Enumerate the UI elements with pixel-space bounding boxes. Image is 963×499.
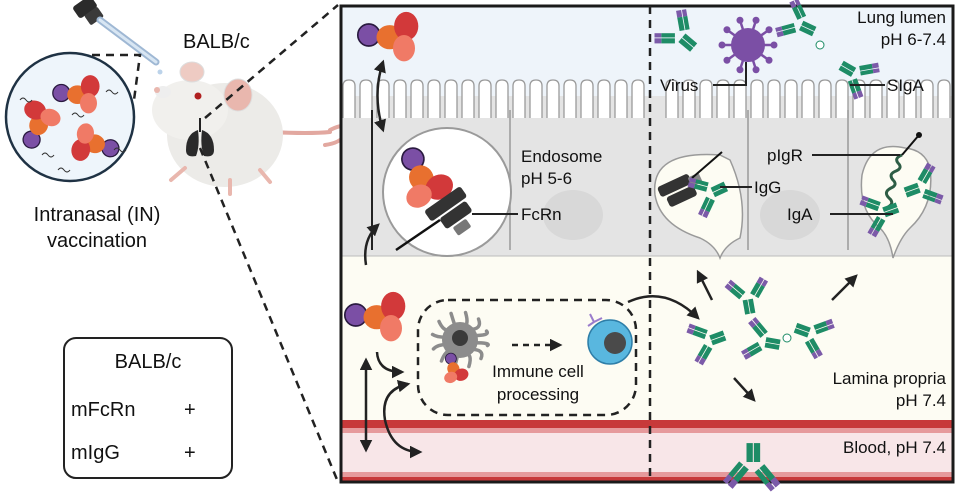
microvillus [393, 79, 407, 118]
virus-leader [713, 62, 747, 86]
microvillus [478, 79, 492, 118]
strain-row-value: + [184, 442, 196, 464]
uptake-arrow [375, 351, 405, 379]
virus-spike-tip [736, 66, 744, 74]
microvillus [920, 79, 934, 118]
strain-row-name: mIgG [71, 442, 120, 464]
microvillus [359, 79, 373, 118]
virus-label: Virus [660, 76, 698, 95]
detail-panel: FcRn Endosome pH 5-6 Lung lumen pH 6-7.4… [339, 0, 955, 492]
blood-label: Blood, pH 7.4 [843, 438, 946, 457]
microvillus [903, 79, 917, 118]
route-label-line1: Intranasal (IN) [34, 204, 161, 226]
left-panel: BALB/c Intranasal (IN) vaccination BALB/… [4, 0, 348, 483]
immune-processing-line2: processing [497, 385, 579, 404]
microvillus [512, 79, 526, 118]
strain-table-title: BALB/c [115, 351, 182, 373]
pigr-label: pIgR [767, 146, 803, 165]
vascular-transport-arrow [383, 379, 423, 459]
lung-lumen-label-line1: Lung lumen [857, 8, 946, 27]
microvillus [529, 79, 543, 118]
iga-label: IgA [787, 205, 813, 224]
virus-spike-tip [718, 41, 726, 49]
antibody-cluster [681, 273, 838, 368]
microvillus [767, 79, 781, 118]
microvillus [563, 79, 577, 118]
microvillus [631, 79, 645, 118]
microvillus [801, 79, 815, 118]
transport-arrow [373, 59, 386, 133]
virus-spike-tip [723, 26, 731, 34]
fcrn-label: FcRn [521, 205, 562, 224]
lamina-propria-region [341, 256, 953, 420]
dropper-icon [73, 0, 163, 75]
mouse-illustration [152, 61, 348, 196]
microvillus [546, 79, 560, 118]
microvillus [461, 79, 475, 118]
microvillus [818, 79, 832, 118]
pigr-transcytosis-vesicle [860, 145, 932, 259]
siga-antibody-icon [772, 0, 884, 104]
strain-table: BALB/c mFcRn + mIgG + [63, 337, 233, 479]
lungs-icon [186, 118, 214, 157]
virus-spike-tip [752, 66, 760, 74]
fcrn-receptor [425, 187, 472, 236]
secretion-arrow [627, 295, 700, 320]
route-label-line2: vaccination [47, 230, 147, 252]
endosome-label-line1: Endosome [521, 147, 602, 166]
zoom-line-bottom [198, 147, 340, 483]
lung-lumen-label-line2: pH 6-7.4 [881, 30, 946, 49]
microvillus [682, 79, 696, 118]
microvillus [937, 79, 951, 118]
microvillus [580, 79, 594, 118]
lamina-propria-label-line2: pH 7.4 [896, 391, 946, 410]
detail-panel-border [339, 4, 955, 484]
strain-row-name: mFcRn [71, 399, 135, 421]
microvillus [750, 79, 764, 118]
microvillus [886, 79, 900, 118]
pigr-receptor [884, 153, 903, 209]
microvillus [597, 79, 611, 118]
dendritic-cell-icon [430, 310, 490, 370]
virus-spike-tip [770, 41, 778, 49]
inset-callout-line [92, 53, 142, 101]
virus-icon [718, 16, 778, 74]
zoom-line-top [204, 4, 339, 119]
transcytosis-arrow [696, 269, 714, 301]
microvillus [835, 79, 849, 118]
microvillus [614, 79, 628, 118]
virus-spike-tip [752, 16, 760, 24]
microvillus [869, 79, 883, 118]
microvillus [495, 79, 509, 118]
blood-entry-arrow [733, 377, 756, 402]
siga-label: SIgA [887, 76, 925, 95]
b-cell-icon [587, 313, 633, 365]
lamina-propria-label-line1: Lamina propria [833, 369, 947, 388]
microvillus [444, 79, 458, 118]
immune-processing-line1: Immune cell [492, 362, 584, 381]
endosome-label-line2: pH 5-6 [521, 169, 572, 188]
mouse-strain-label: BALB/c [183, 31, 250, 53]
virus-spike-tip [736, 16, 744, 24]
immune-processing-box [416, 298, 638, 417]
microvillus [342, 79, 356, 118]
transport-arrow [364, 223, 380, 266]
microvillus [665, 79, 679, 118]
microvillus [410, 79, 424, 118]
vaccine-formulation-inset [4, 51, 136, 183]
microvilli [342, 79, 951, 118]
virus-spike-tip [723, 56, 731, 64]
microvillus [784, 79, 798, 118]
transcytosis-arrow [831, 274, 858, 301]
virus-spike-tip [765, 56, 773, 64]
igg-label: IgG [754, 178, 781, 197]
microvillus [716, 79, 730, 118]
strain-row-value: + [184, 399, 196, 421]
microvillus [699, 79, 713, 118]
virus-spike-tip [765, 26, 773, 34]
microvillus [427, 79, 441, 118]
